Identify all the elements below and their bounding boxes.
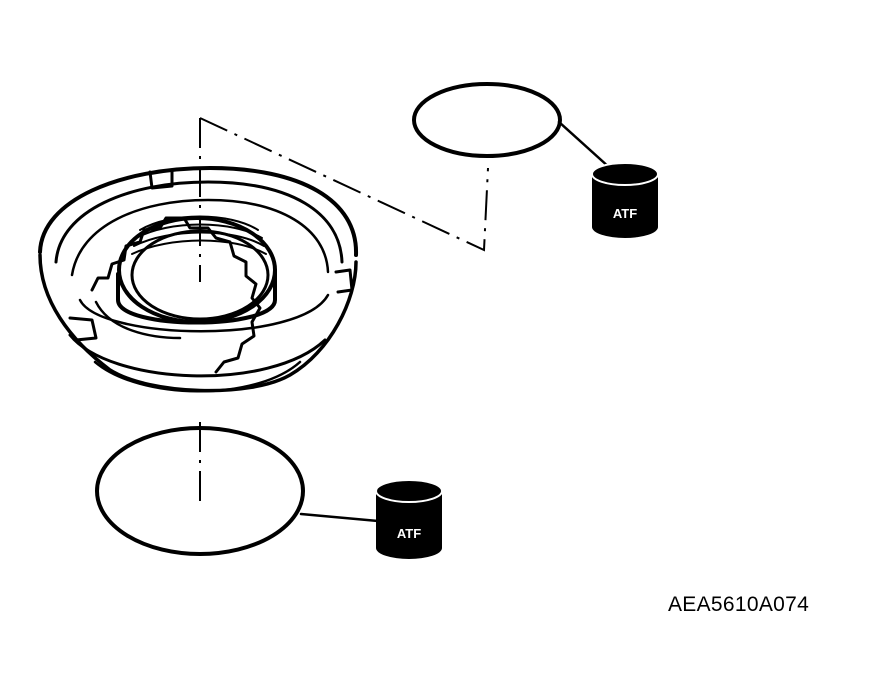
lower-leader-line <box>299 512 380 523</box>
figure-code-label: AEA5610A074 <box>668 593 810 616</box>
inner-gear <box>90 216 262 374</box>
upper-ring-assembly-line <box>199 117 489 252</box>
upper-o-ring <box>412 82 562 158</box>
lower-atf-label: ATF <box>397 526 421 541</box>
bearing-housing-assembly <box>38 166 359 393</box>
upper-atf-label: ATF <box>613 206 637 221</box>
housing-outer-rim <box>38 166 359 257</box>
upper-leader-line <box>557 120 612 170</box>
assembly-center-lines <box>199 117 489 508</box>
inner-hub-bore <box>130 229 270 321</box>
lower-o-ring <box>95 426 305 556</box>
upper-atf-can: ATF <box>591 162 659 238</box>
inner-hub-top <box>117 216 277 324</box>
lower-atf-can: ATF <box>375 479 443 559</box>
